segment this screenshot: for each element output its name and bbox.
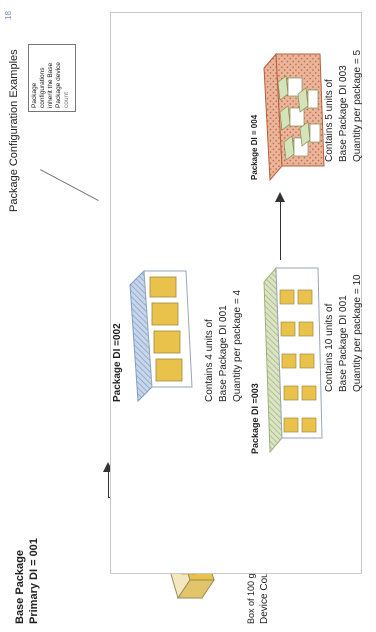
note-line: Package <box>31 82 38 108</box>
package-003-title: Package DI =003 <box>250 383 260 454</box>
note-line: count <box>63 92 70 108</box>
package-002-base: Base Package DI 001 <box>218 305 229 402</box>
package-003-illustration <box>263 266 323 454</box>
package-003-contains: Contains 10 units of <box>324 303 335 392</box>
package-002-illustration <box>129 269 193 403</box>
package-002-quantity: Quantity per package = 4 <box>232 289 243 402</box>
base-package-di: Primary DI = 001 <box>28 538 40 624</box>
package-004-contains: Contains 5 units of <box>324 79 335 162</box>
package-004-quantity: Quantity per package = 5 <box>352 49 363 162</box>
panel-title: Package Configuration Examples <box>8 49 20 212</box>
page-number: 18 <box>4 11 13 20</box>
package-004-illustration <box>263 52 325 182</box>
package-004-title: Package DI = 004 <box>250 114 259 180</box>
package-003-quantity: Quantity per package = 10 <box>352 274 363 392</box>
package-004-base: Base Package DI 003 <box>338 65 349 162</box>
package-002-contains: Contains 4 units of <box>204 319 215 402</box>
note-line: Package device <box>55 62 62 108</box>
connector-003-to-004 <box>280 198 281 260</box>
base-package-title: Base Package <box>14 550 26 624</box>
package-002-title: Package DI =002 <box>112 323 123 402</box>
note-line: inherit the Base <box>47 62 54 108</box>
package-003-base: Base Package DI 001 <box>338 295 349 392</box>
callout-note: Package configurations inherit the Base … <box>28 44 76 112</box>
arrowhead-004 <box>275 192 285 202</box>
note-line: configurations <box>39 67 46 108</box>
callout-pointer <box>40 169 99 201</box>
